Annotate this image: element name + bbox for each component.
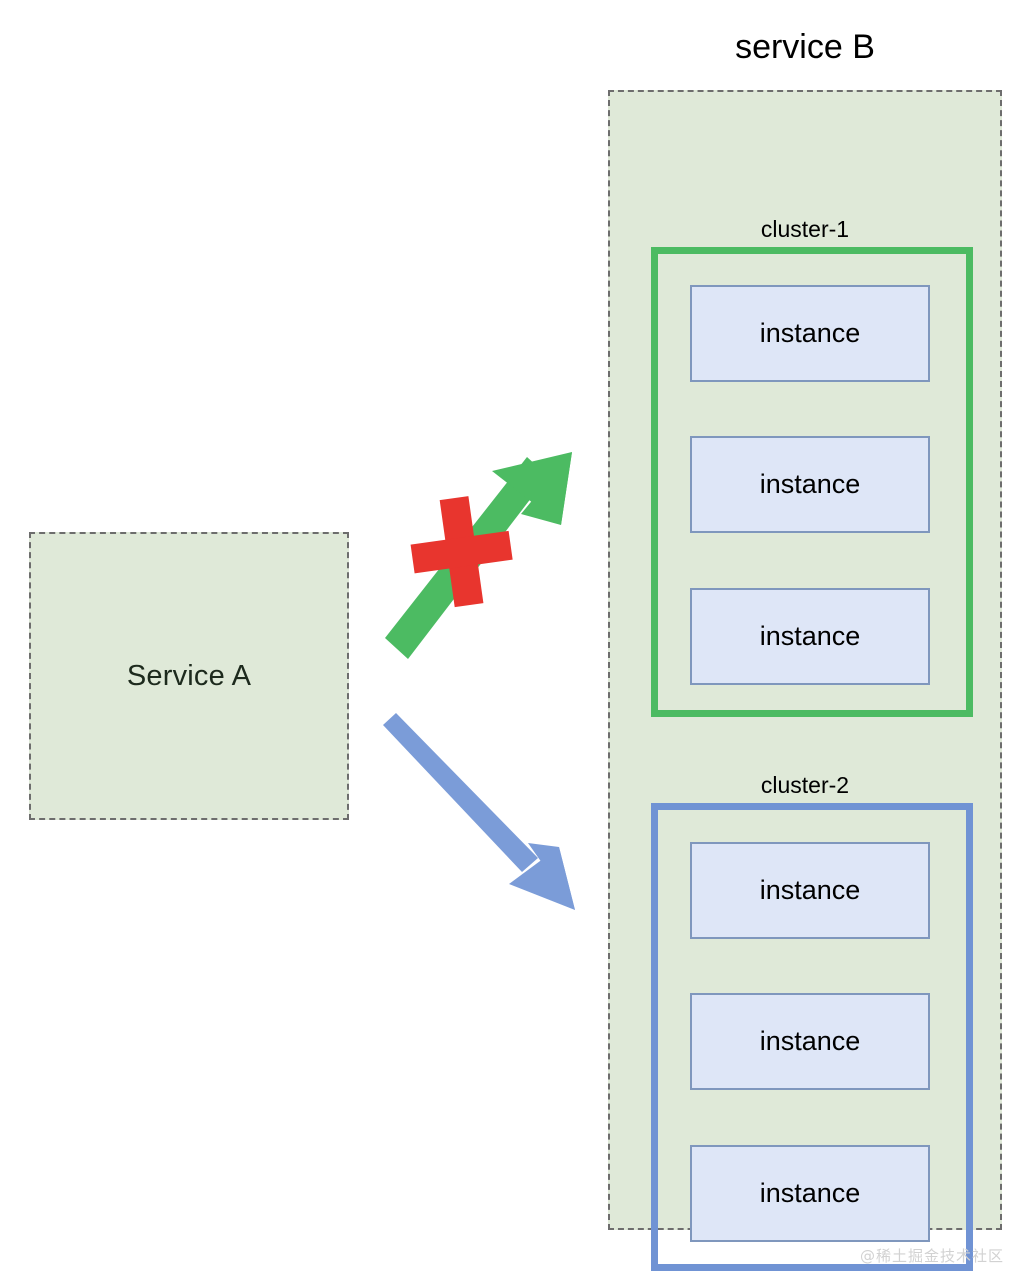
arrow-down-right-shaft	[383, 713, 538, 872]
cluster-2-instance-3: instance	[690, 1145, 930, 1242]
cluster-1-instance-2: instance	[690, 436, 930, 533]
service-a-box: Service A	[29, 532, 349, 820]
cross-mark-bar-horizontal	[410, 530, 513, 574]
cluster-1-label: cluster-1	[760, 216, 850, 242]
arrow-up-right-head-notch	[521, 452, 572, 525]
watermark: @稀土掘金技术社区	[859, 1247, 1004, 1265]
instance-label: instance	[759, 469, 861, 499]
instance-label: instance	[759, 621, 861, 651]
cross-mark-icon	[410, 496, 513, 608]
cluster-2-instance-1: instance	[690, 842, 930, 939]
arrow-down-right-head-notch	[528, 843, 575, 910]
cluster-2-frame	[651, 803, 973, 1271]
cluster-1-instance-3: instance	[690, 588, 930, 685]
instance-label: instance	[759, 318, 861, 348]
instance-label: instance	[759, 875, 861, 905]
arrow-up-right-icon	[385, 452, 572, 659]
arrow-down-right-icon	[383, 713, 575, 910]
instance-label: instance	[759, 1026, 861, 1056]
arrow-up-right-head	[492, 452, 572, 525]
arrow-up-right-shaft	[385, 457, 548, 659]
cluster-1-instance-1: instance	[690, 285, 930, 382]
cross-mark-bar-vertical	[439, 496, 484, 608]
service-a-label: Service A	[126, 659, 252, 692]
cluster-2-label: cluster-2	[760, 772, 850, 798]
cluster-1-frame	[651, 247, 973, 717]
service-b-title: service B	[735, 28, 875, 66]
cluster-2-instance-2: instance	[690, 993, 930, 1090]
service-b-box: cluster-1 instance instance instance clu…	[608, 90, 1002, 1271]
arrow-down-right-head	[509, 847, 575, 910]
instance-label: instance	[759, 1178, 861, 1208]
